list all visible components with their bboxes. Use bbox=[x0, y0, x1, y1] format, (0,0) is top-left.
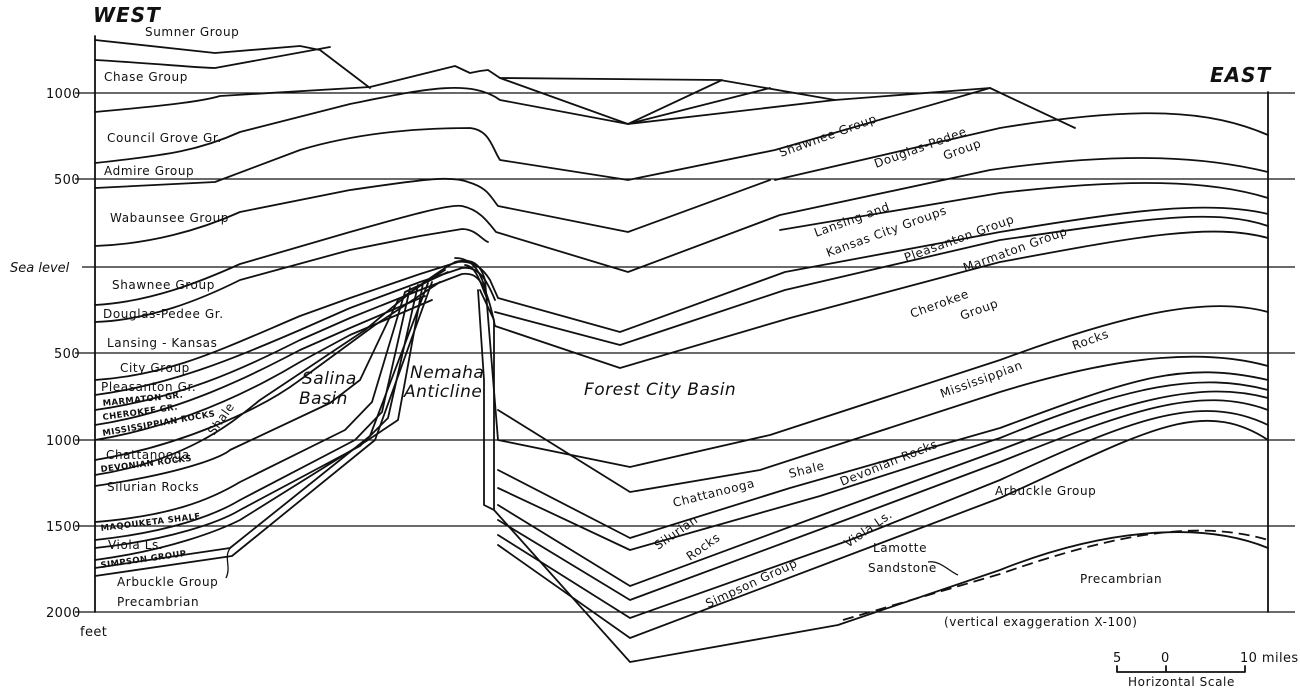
lamotte-sandstone-boundary bbox=[842, 529, 1269, 621]
vertical-exaggeration-note: (vertical exaggeration X-100) bbox=[944, 615, 1138, 629]
unit-label: Shawnee Group bbox=[112, 278, 215, 292]
depth-tick-label: Sea level bbox=[10, 261, 70, 276]
salina-basin-label: Salina bbox=[302, 369, 357, 389]
depth-tick-label: 2000 bbox=[46, 606, 81, 621]
leader-line bbox=[225, 545, 233, 579]
scale-tick-label: 5 bbox=[1113, 651, 1122, 666]
west-unit-labels: Sumner Group Chase Group Council Grove G… bbox=[100, 25, 239, 609]
depth-tick-label: 500 bbox=[54, 347, 80, 362]
horizontal-scale-bar: 5 0 10 miles Horizontal Scale bbox=[1113, 651, 1299, 689]
depth-axis: 1000 500 Sea level 500 1000 1500 2000 fe… bbox=[10, 87, 107, 640]
east-label: EAST bbox=[1210, 63, 1272, 87]
unit-label: Admire Group bbox=[104, 164, 194, 178]
unit-label: Mississippian bbox=[938, 358, 1024, 401]
unit-label: Lansing - Kansas bbox=[107, 336, 218, 350]
lower-strata-lines bbox=[94, 259, 1269, 663]
depth-tick-label: 1000 bbox=[46, 434, 81, 449]
depth-tick-label: 500 bbox=[54, 173, 80, 188]
unit-label: Precambrian bbox=[117, 595, 199, 609]
unit-label: Council Grove Gr. bbox=[107, 131, 222, 145]
scale-tick-label: 0 bbox=[1161, 651, 1170, 666]
depth-tick-label: 1500 bbox=[46, 520, 81, 535]
west-label: WEST bbox=[93, 3, 161, 27]
unit-label: Silurian Rocks bbox=[107, 480, 199, 494]
nemaha-anticline-label: Nemaha bbox=[410, 363, 484, 383]
unit-label: City Group bbox=[120, 361, 190, 375]
unit-label: Wabaunsee Group bbox=[110, 211, 229, 225]
unit-label: Lamotte bbox=[873, 541, 927, 555]
unit-label: Arbuckle Group bbox=[117, 575, 218, 589]
unit-label: Sandstone bbox=[868, 561, 937, 575]
scale-bar-line bbox=[1116, 665, 1246, 673]
depth-unit-label: feet bbox=[80, 625, 107, 640]
nemaha-fault-lines bbox=[454, 257, 495, 511]
scale-caption: Horizontal Scale bbox=[1128, 675, 1235, 689]
forest-city-basin-label: Forest City Basin bbox=[584, 380, 736, 400]
unit-label: Viola Ls. bbox=[108, 538, 163, 552]
unit-label: Simpson Group bbox=[703, 556, 799, 611]
salina-basin-label: Basin bbox=[299, 389, 348, 409]
unit-label: Douglas-Pedee Gr. bbox=[103, 307, 224, 321]
unit-label: Chattanooga bbox=[671, 476, 756, 510]
scale-tick-label: 10 miles bbox=[1240, 651, 1299, 666]
upper-strata-lines bbox=[94, 39, 1269, 461]
unit-label: Shawnee Group bbox=[777, 111, 879, 159]
nemaha-anticline-label: Anticline bbox=[403, 382, 482, 402]
structure-labels: Shale Salina Basin Nemaha Anticline Fore… bbox=[205, 363, 736, 438]
unit-label: Sumner Group bbox=[145, 25, 239, 39]
unit-label: Chase Group bbox=[104, 70, 188, 84]
depth-tick-label: 1000 bbox=[46, 87, 81, 102]
unit-label: Arbuckle Group bbox=[995, 484, 1096, 498]
unit-label: Shale bbox=[787, 459, 826, 481]
unit-label: Chattanooga bbox=[106, 448, 190, 462]
unit-label: Rocks bbox=[1070, 327, 1110, 353]
east-unit-labels: Shawnee Group Douglas-Pedee Group Lansin… bbox=[652, 111, 1162, 610]
unit-label: Pleasanton Gr. bbox=[101, 380, 196, 394]
unit-label: Precambrian bbox=[1080, 572, 1162, 586]
